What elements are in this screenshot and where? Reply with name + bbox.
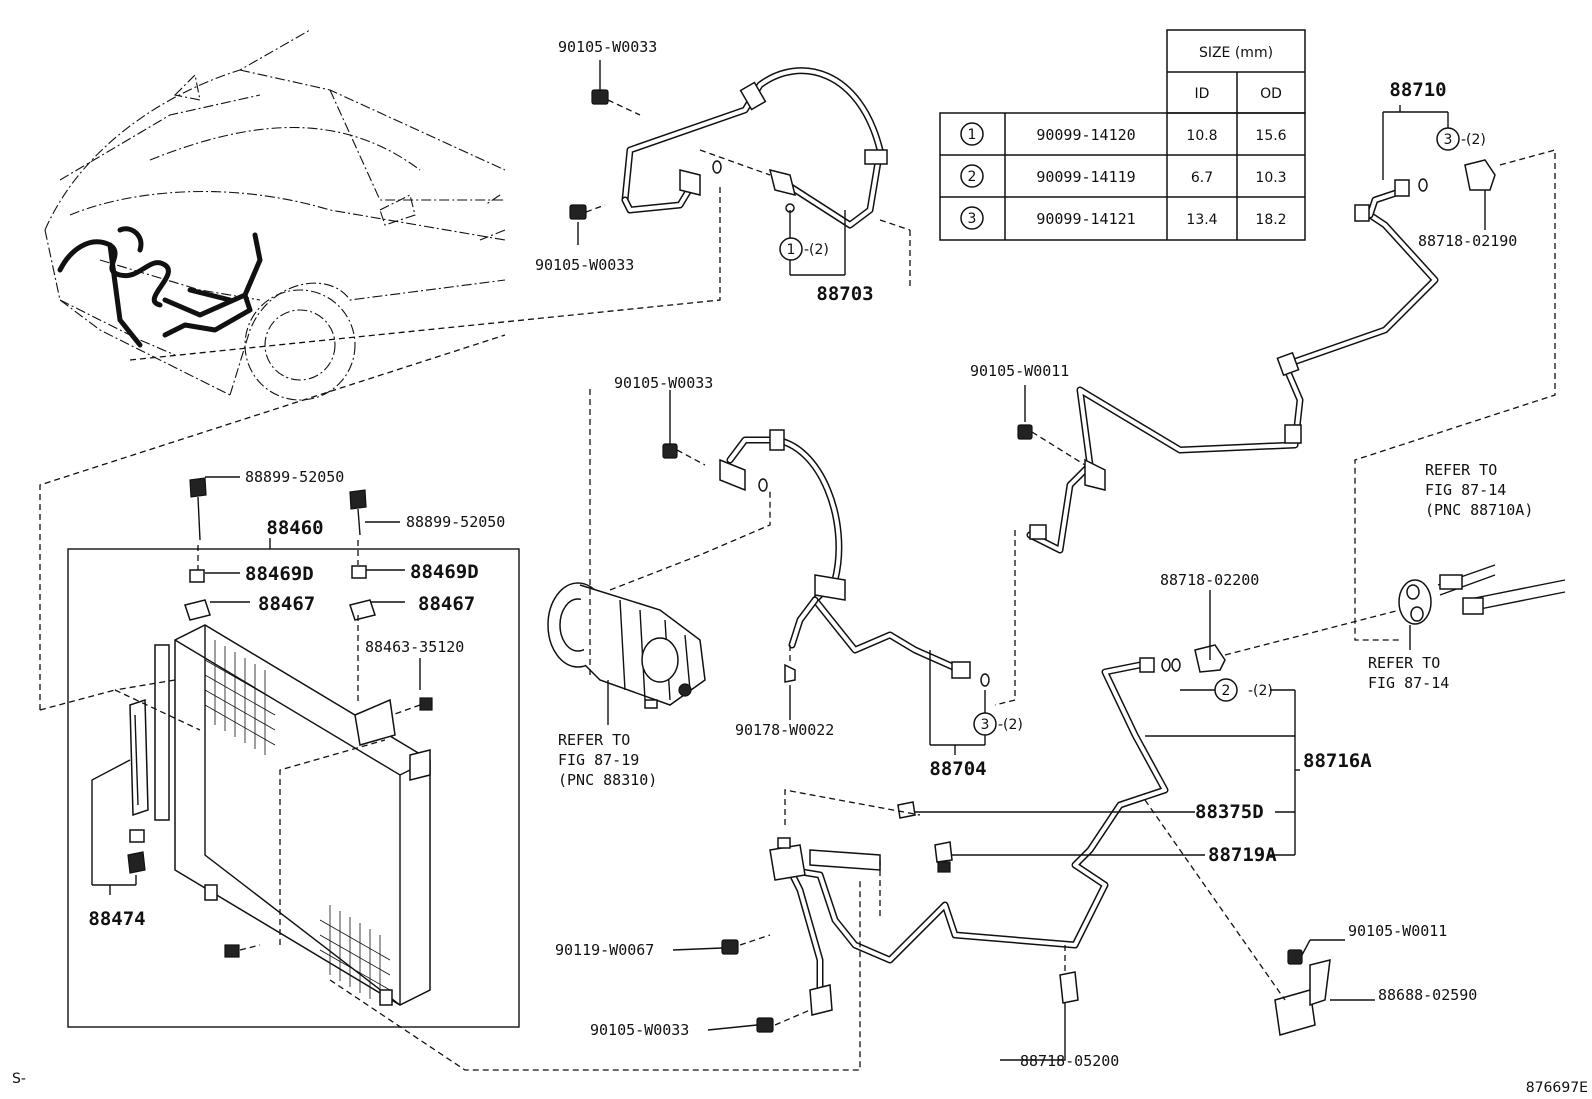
circle-mark-3-mid: 3 bbox=[981, 717, 990, 733]
size-table-row3-od: 18.2 bbox=[1255, 212, 1286, 228]
label-88719a: 88719A bbox=[1208, 844, 1277, 866]
discharge-hose-88703 bbox=[569, 67, 888, 229]
label-refer-fig87-19-line2: FIG 87-19 bbox=[558, 751, 639, 769]
label-90105-w0011-top: 90105-W0011 bbox=[970, 362, 1069, 380]
label-90105-w0033-mid: 90105-W0033 bbox=[535, 256, 634, 274]
label-refer-fig87-19-line1: REFER TO bbox=[558, 731, 630, 749]
size-table-row3-part: 90099-14121 bbox=[1036, 210, 1135, 228]
label-90105-w0011-bottom: 90105-W0011 bbox=[1348, 922, 1447, 940]
discharge-hose-88704 bbox=[662, 429, 990, 687]
label-88703: 88703 bbox=[816, 283, 873, 305]
label-88718-02200: 88718-02200 bbox=[1160, 571, 1259, 589]
label-refer-fig87-14b-line1: REFER TO bbox=[1368, 654, 1440, 672]
label-90119-w0067: 90119-W0067 bbox=[555, 941, 654, 959]
size-table-row3-mark: 3 bbox=[968, 211, 977, 227]
size-table-row1-part: 90099-14120 bbox=[1036, 126, 1135, 144]
label-90105-w0033-bottom: 90105-W0033 bbox=[590, 1021, 689, 1039]
label-88899-52050-right: 88899-52050 bbox=[406, 513, 505, 531]
circle-mark-3-top: 3 bbox=[1444, 132, 1453, 148]
label-88710: 88710 bbox=[1389, 79, 1446, 101]
size-table-row2-part: 90099-14119 bbox=[1036, 168, 1135, 186]
fig-87-14-connector bbox=[1398, 564, 1566, 625]
circle-mark-1: 1 bbox=[787, 242, 796, 258]
label-88469d-right: 88469D bbox=[410, 561, 479, 583]
label-88375d: 88375D bbox=[1195, 801, 1264, 823]
size-table-title: SIZE (mm) bbox=[1199, 45, 1273, 61]
vehicle-outline bbox=[44, 29, 506, 401]
label-mark-3-qty-mid: -(2) bbox=[998, 717, 1023, 733]
label-refer-fig87-14a-line3: (PNC 88710A) bbox=[1425, 501, 1533, 519]
size-table-row2-id: 6.7 bbox=[1191, 170, 1213, 186]
label-88718-02190: 88718-02190 bbox=[1418, 232, 1517, 250]
label-88463-35120: 88463-35120 bbox=[365, 638, 464, 656]
size-table-row2-od: 10.3 bbox=[1255, 170, 1286, 186]
label-refer-fig87-14a-line1: REFER TO bbox=[1425, 461, 1497, 479]
label-88718-05200: 88718-05200 bbox=[1020, 1052, 1119, 1070]
size-table-row1-mark: 1 bbox=[968, 127, 977, 143]
corner-mark-left: S- bbox=[12, 1071, 26, 1087]
label-88467-left: 88467 bbox=[258, 593, 315, 615]
label-refer-fig87-14b-line2: FIG 87-14 bbox=[1368, 674, 1449, 692]
liquid-pipe-88716a bbox=[721, 644, 1331, 1036]
size-table-row1-od: 15.6 bbox=[1255, 128, 1286, 144]
label-refer-fig87-14a-line2: FIG 87-14 bbox=[1425, 481, 1506, 499]
figure-number: 876697E bbox=[1526, 1080, 1588, 1096]
label-88688-02590: 88688-02590 bbox=[1378, 986, 1477, 1004]
label-90105-w0033-top: 90105-W0033 bbox=[558, 38, 657, 56]
condenser-assembly bbox=[67, 477, 520, 1028]
size-table-id-header: ID bbox=[1195, 86, 1210, 102]
label-88467-right: 88467 bbox=[418, 593, 475, 615]
label-88474: 88474 bbox=[88, 908, 145, 930]
size-table-row2-mark: 2 bbox=[968, 169, 977, 185]
size-table: SIZE (mm) ID OD 1 90099-14120 10.8 15.6 … bbox=[939, 29, 1306, 241]
label-88704: 88704 bbox=[929, 758, 986, 780]
label-mark-2-qty: -(2) bbox=[1248, 683, 1273, 699]
compressor bbox=[547, 582, 706, 709]
circle-mark-2: 2 bbox=[1222, 683, 1231, 699]
size-table-od-header: OD bbox=[1260, 86, 1282, 102]
label-mark-1-qty: -(2) bbox=[804, 242, 829, 258]
label-88460: 88460 bbox=[266, 517, 323, 539]
suction-pipe-88710 bbox=[1017, 159, 1496, 554]
size-table-row1-id: 10.8 bbox=[1186, 128, 1217, 144]
label-refer-fig87-19-line3: (PNC 88310) bbox=[558, 771, 657, 789]
label-88716a: 88716A bbox=[1303, 750, 1372, 772]
label-88899-52050-left: 88899-52050 bbox=[245, 468, 344, 486]
size-table-row3-id: 13.4 bbox=[1186, 212, 1217, 228]
label-mark-3-qty-top: -(2) bbox=[1461, 132, 1486, 148]
label-90105-w0033-compressor: 90105-W0033 bbox=[614, 374, 713, 392]
label-90178-w0022: 90178-W0022 bbox=[735, 721, 834, 739]
label-88469d-left: 88469D bbox=[245, 563, 314, 585]
